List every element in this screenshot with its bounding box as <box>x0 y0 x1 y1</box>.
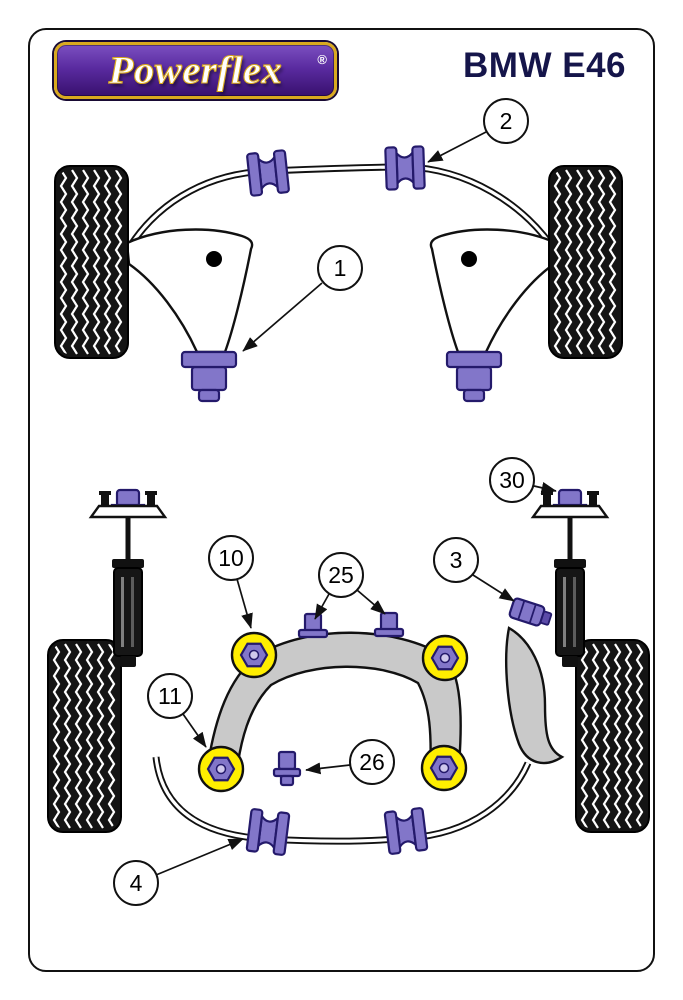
callout-1: 1 <box>317 245 363 291</box>
rear-arb-bushing-right <box>383 806 429 856</box>
tire-rear-right <box>576 640 649 832</box>
callout-25-arrow-left <box>314 593 330 620</box>
subframe-bushing-front-left <box>230 631 278 679</box>
subframe-top-bushing-left <box>297 612 329 639</box>
rear-arb-bushing-left <box>245 807 291 857</box>
front-arm-bushing-right <box>445 350 503 403</box>
callout-2-arrow <box>427 131 487 163</box>
callout-4-arrow <box>155 838 244 876</box>
brand-name: Powerflex <box>108 48 283 92</box>
callout-11: 11 <box>147 673 193 719</box>
trailing-arm-bushing <box>508 597 553 627</box>
front-arm-bushing-left <box>180 350 238 403</box>
callout-30: 30 <box>489 457 535 503</box>
registered-trademark-mark: ® <box>317 52 327 67</box>
subframe-bushing-rear-left <box>197 745 245 793</box>
callout-3-arrow <box>472 574 515 602</box>
callout-2: 2 <box>483 98 529 144</box>
tire-rear-left <box>48 640 121 832</box>
powerflex-logo: Powerflex ® <box>54 42 337 99</box>
front-arb-bushing-left <box>245 149 291 197</box>
rear-trailing-arm <box>505 626 565 765</box>
callout-26: 26 <box>349 739 395 785</box>
subframe-top-bushing-right <box>373 611 405 638</box>
callout-10: 10 <box>208 535 254 581</box>
callout-11-arrow <box>182 713 207 748</box>
front-arb-bushing-right <box>384 145 426 191</box>
callout-4: 4 <box>113 860 159 906</box>
front-anti-roll-bar <box>117 163 560 264</box>
callout-1-arrow <box>242 282 323 352</box>
tire-front-left <box>55 166 128 358</box>
front-control-arm-right <box>429 228 558 354</box>
subframe-bushing-front-right <box>421 634 469 682</box>
tire-front-right <box>549 166 622 358</box>
callout-arrows <box>155 131 557 876</box>
vehicle-model-title: BMW E46 <box>463 46 626 85</box>
callout-10-arrow <box>236 578 253 629</box>
rear-anti-roll-bar <box>152 756 532 845</box>
diff-mount-bushing <box>272 750 302 787</box>
subframe-bushing-rear-right <box>420 744 468 792</box>
callout-3: 3 <box>433 537 479 583</box>
callout-26-arrow <box>305 762 351 775</box>
callout-25-arrow-right <box>356 589 386 615</box>
callout-30-arrow <box>533 481 557 494</box>
front-control-arm-left <box>125 228 254 354</box>
callout-25: 25 <box>318 552 364 598</box>
